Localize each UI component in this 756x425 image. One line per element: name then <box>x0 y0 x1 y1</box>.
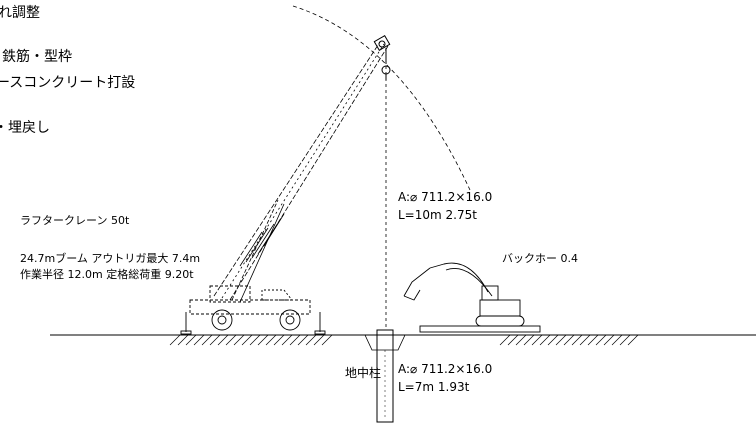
backhoe <box>403 262 541 333</box>
ground-hatch-left <box>169 334 333 346</box>
step-4: ・埋戻し <box>0 120 50 136</box>
pile <box>376 329 394 423</box>
lower-pile-length: L=7m 1.93t <box>398 380 470 394</box>
lower-pile-label: 地中柱 <box>345 365 381 380</box>
excavation-pit <box>364 334 406 351</box>
ground-hatch-right <box>499 334 639 346</box>
ground <box>50 334 756 351</box>
step-3: ースコンクリート打設 <box>0 74 135 91</box>
upper-pile-spec: A:⌀ 711.2×16.0 <box>398 190 492 204</box>
crane-radius-spec: 作業半径 12.0m 定格総荷重 9.20t <box>20 267 194 281</box>
backhoe-label: バックホー 0.4 <box>502 252 578 265</box>
crane-boom-spec: 24.7mブーム アウトリガ最大 7.4m <box>20 251 200 265</box>
step-list: れ調整 鉄筋・型枠 ースコンクリート打設 ・埋戻し <box>0 5 135 136</box>
crane-carrier <box>180 285 326 335</box>
lower-pile-spec: A:⌀ 711.2×16.0 <box>398 362 492 376</box>
crane-wheel-front <box>211 309 233 331</box>
crane-wheel-rear <box>279 309 301 331</box>
boom-head <box>373 34 391 80</box>
crane-boom <box>213 41 389 303</box>
upper-pile-length: L=10m 2.75t <box>398 208 477 222</box>
swing-radius-arc <box>292 5 471 191</box>
step-1: れ調整 <box>0 5 40 21</box>
step-2: 鉄筋・型枠 <box>2 48 72 65</box>
crane-name: ラフタークレーン 50t <box>20 214 130 227</box>
